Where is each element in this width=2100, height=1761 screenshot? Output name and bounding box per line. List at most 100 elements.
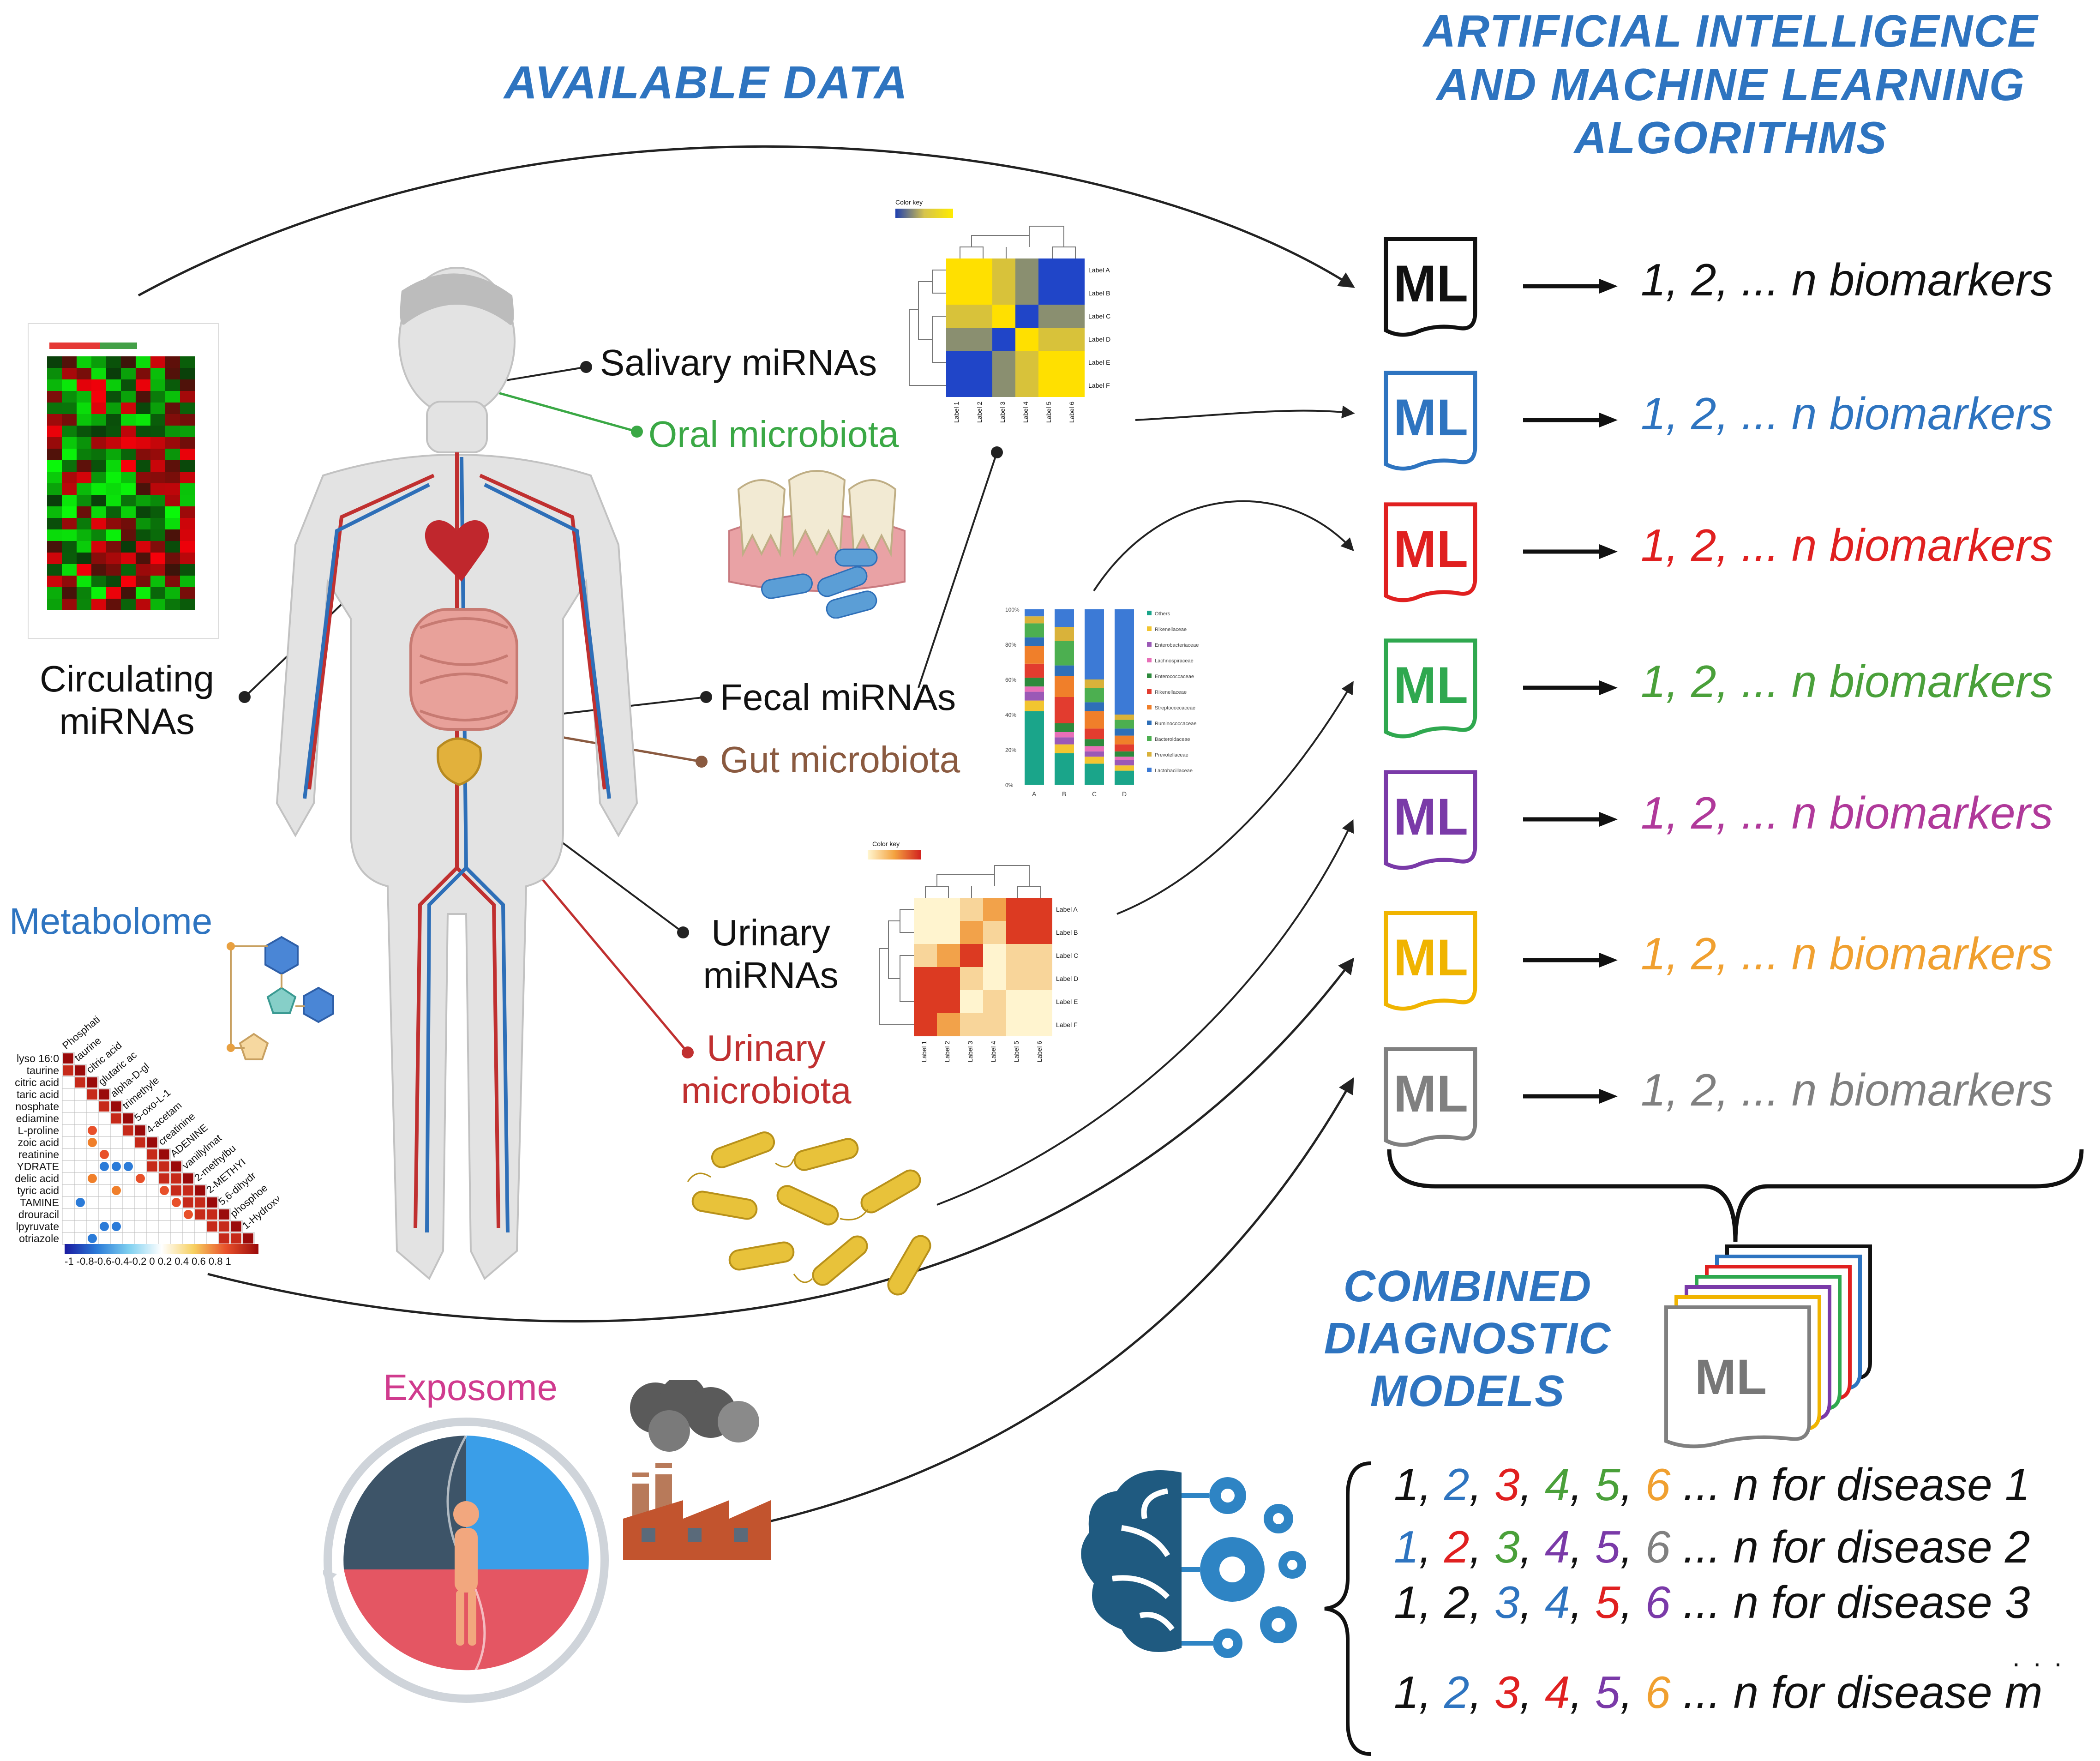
biomarker-output-text: 1, 2, ... n biomarkers (1641, 928, 2053, 979)
label-urinary-mirnas-line2: miRNAs (703, 955, 839, 996)
rg-heatmap-cell (77, 483, 91, 495)
rg-heatmap-cell (121, 449, 136, 460)
corr-cell (158, 1232, 171, 1245)
rg-heatmap-cell (136, 472, 150, 483)
rg-heatmap-cell (165, 356, 180, 368)
stacked-ml-document (1664, 1305, 1811, 1448)
corr-square (195, 1185, 205, 1196)
label-exposome: Exposome (383, 1367, 558, 1408)
rg-heatmap-cell (150, 553, 165, 564)
heatmap-cell (1006, 990, 1029, 1013)
corr-cell (74, 1100, 87, 1113)
corr-square (135, 1125, 145, 1136)
corr-cell (146, 1184, 159, 1197)
bar-legend-swatch (1147, 768, 1152, 772)
corr-square (99, 1101, 109, 1112)
heatmap-cell (914, 921, 937, 944)
heatmap-cell (914, 990, 937, 1013)
disease-suffix: ... n for disease m (1683, 1667, 2043, 1718)
rg-heatmap-cell (136, 587, 150, 599)
rg-heatmap-cell (136, 368, 150, 379)
rg-color-key-red (49, 343, 100, 349)
rg-heatmap-cell (47, 553, 62, 564)
corr-square (63, 1053, 73, 1064)
rg-heatmap-cell (136, 426, 150, 437)
rg-heatmap-cell (165, 495, 180, 506)
heatmap-axis-label: Label 3 (999, 402, 1006, 423)
corr-dot (112, 1222, 121, 1231)
stacked-bar-segment (1115, 720, 1134, 729)
rg-heatmap-cell (106, 414, 121, 426)
stacked-bar-segment (1025, 616, 1044, 624)
right-arrow-icon (1523, 1089, 1618, 1104)
heatmap-cell (983, 967, 1006, 990)
stacked-bar-segment (1115, 744, 1134, 751)
human-body-illustration (276, 267, 638, 1280)
corr-cell (74, 1124, 87, 1137)
heatmap-cell (992, 351, 1015, 374)
corr-square (75, 1077, 85, 1088)
corr-dot (112, 1186, 121, 1195)
label-fecal-mirnas: Fecal miRNAs (720, 677, 956, 718)
corr-cell (74, 1160, 87, 1173)
biomarker-index: 5 (1595, 1521, 1620, 1572)
rg-heatmap-cell (62, 379, 77, 391)
bar-legend-swatch (1147, 736, 1152, 741)
rg-heatmap-cell (165, 460, 180, 472)
corr-cell (98, 1208, 111, 1221)
stacked-bar-segment (1085, 679, 1104, 688)
rg-heatmap-cell (77, 587, 91, 599)
corr-dot (160, 1186, 169, 1195)
rg-heatmap-cell (62, 541, 77, 553)
corr-dot (88, 1126, 97, 1135)
rg-heatmap-cell (150, 414, 165, 426)
rg-heatmap-cell (165, 414, 180, 426)
rg-heatmap-cell (180, 576, 195, 587)
biomarker-index: 3 (1494, 1459, 1520, 1510)
rg-heatmap-cell (91, 483, 106, 495)
corr-cell (170, 1220, 183, 1233)
heatmap-cell (946, 351, 969, 374)
heatmap-axis-label: Label 2 (976, 402, 983, 423)
rg-heatmap-cell (62, 460, 77, 472)
corr-square (75, 1065, 85, 1076)
heatmap-cell (1038, 282, 1062, 305)
rg-heatmap-cell (91, 379, 106, 391)
corr-cell (158, 1220, 171, 1233)
heatmap-cell (1029, 967, 1052, 990)
rg-heatmap-cell (150, 529, 165, 541)
heatmap-axis-label: Label A (1056, 906, 1078, 913)
rg-heatmap-cell (106, 426, 121, 437)
leader-oral (480, 386, 637, 433)
heading-ai-ml: ARTIFICIAL INTELLIGENCE AND MACHINE LEAR… (1385, 5, 2077, 165)
bar-legend-label: Streptococcaceae (1155, 705, 1195, 711)
rg-heatmap-cell (77, 495, 91, 506)
corr-dot (100, 1222, 109, 1231)
heatmap-cell (946, 374, 969, 397)
arrow-exposome-to-ml (761, 1077, 1354, 1525)
disease-biomarker-line: 1, 2, 3, 4, 5, 6 ... n for disease 1 (1394, 1459, 2030, 1511)
corr-cell (122, 1136, 135, 1149)
bar-legend-swatch (1147, 752, 1152, 757)
factory-pollution-icon (623, 1380, 771, 1560)
corr-cell (146, 1208, 159, 1221)
heatmap-cell (992, 258, 1015, 282)
rg-heatmap-cell (150, 379, 165, 391)
biomarker-index: 1 (1394, 1667, 1419, 1718)
heatmap-cell (983, 921, 1006, 944)
heatmap-cell (937, 1013, 960, 1036)
corr-square (159, 1161, 169, 1172)
rg-heatmap-cell (77, 356, 91, 368)
corr-cell (74, 1112, 87, 1125)
rg-heatmap-cell (62, 426, 77, 437)
rg-heatmap-cell (106, 576, 121, 587)
rg-heatmap-cell (106, 553, 121, 564)
corr-square (195, 1209, 205, 1220)
corr-cell (74, 1208, 87, 1221)
heatmap-cell (1062, 305, 1085, 328)
bar-legend-swatch (1147, 611, 1152, 615)
heatmap-cell (1029, 1013, 1052, 1036)
corr-cell (62, 1208, 75, 1221)
